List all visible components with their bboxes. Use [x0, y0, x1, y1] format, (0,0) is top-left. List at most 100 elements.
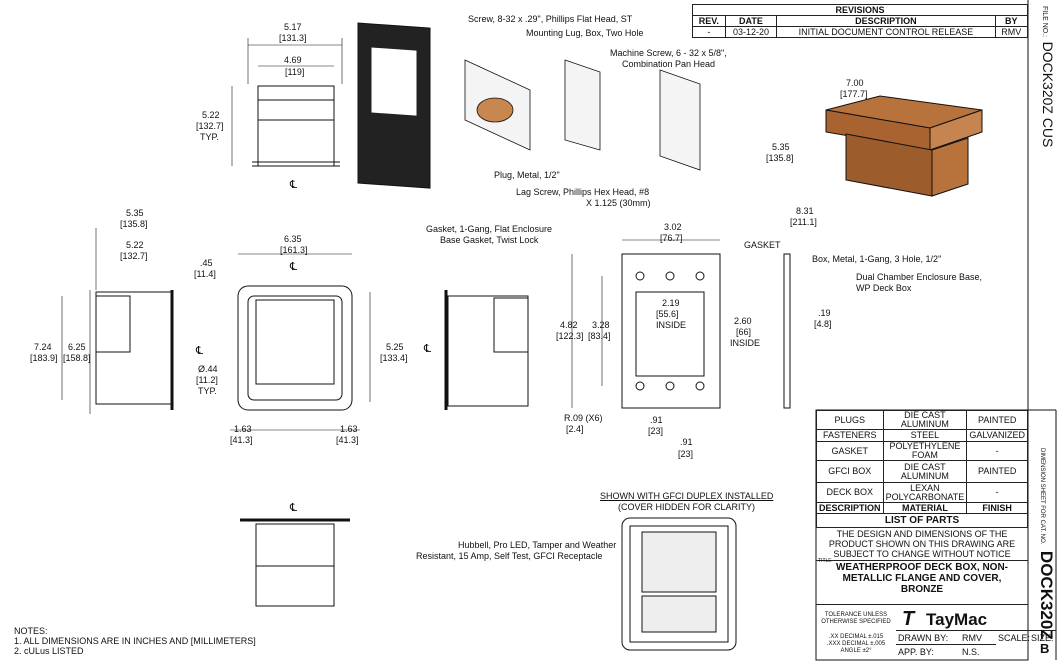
- gfci-title: SHOWN WITH GFCI DUPLEX INSTALLED: [600, 491, 774, 501]
- tolerance-block: TOLERANCE UNLESS OTHERWISE SPECIFIED .XX…: [818, 612, 894, 655]
- notice-line: PRODUCT SHOWN ON THIS DRAWING ARE: [828, 539, 1016, 549]
- callout-base-2: WP Deck Box: [856, 283, 912, 293]
- dim-label: 5.22: [202, 110, 220, 120]
- revisions-title: REVISIONS: [692, 4, 1028, 16]
- dim-label: 1.63: [234, 424, 252, 434]
- callout-machine-screw: Machine Screw, 6 - 32 x 5/8",: [610, 48, 727, 58]
- callout-screw: Screw, 8-32 x .29", Phillips Flat Head, …: [468, 14, 633, 24]
- size-label: SIZE:: [1031, 633, 1054, 643]
- dim-label: TYP.: [198, 386, 217, 396]
- dim-label: [132.7]: [120, 251, 148, 261]
- parts-header: MATERIAL: [882, 502, 968, 514]
- dim-label: 2.19: [662, 298, 680, 308]
- dim-label: [158.8]: [63, 353, 91, 363]
- notice-line: THE DESIGN AND DIMENSIONS OF THE: [836, 529, 1008, 539]
- parts-header: FINISH: [966, 502, 1028, 514]
- gfci-view: [621, 517, 737, 651]
- file-no-label: FILE NO.:: [1041, 6, 1048, 38]
- dim-label: INSIDE: [730, 338, 761, 348]
- dim-label: [183.9]: [30, 353, 58, 363]
- part-name: GASKET: [816, 441, 884, 461]
- title-label: TITLE: [818, 558, 832, 564]
- part-name: DECK BOX: [816, 482, 884, 503]
- dim-label: [11.2]: [196, 375, 218, 385]
- dim-label: 3.28: [592, 320, 610, 330]
- tolerance-line: OTHERWISE SPECIFIED: [821, 619, 891, 625]
- part-material: STEEL: [882, 429, 968, 442]
- dim-label: [41.3]: [336, 435, 359, 445]
- side-label: DIMENSION SHEET FOR CAT. NO.: [1039, 448, 1045, 545]
- centerline-icon: ℄: [290, 261, 298, 273]
- part-name: GFCI BOX: [816, 460, 884, 483]
- dim-label: [135.8]: [120, 219, 148, 229]
- dim-label: [133.4]: [380, 353, 408, 363]
- dim-label: .91: [680, 437, 693, 447]
- dim-label: [23]: [648, 426, 664, 436]
- dim-label: 3.02: [664, 222, 682, 232]
- dim-label: .45: [200, 258, 213, 268]
- dim-label: [41.3]: [230, 435, 253, 445]
- parts-title: LIST OF PARTS: [816, 513, 1028, 528]
- part-material: POLYETHYLENE FOAM: [882, 441, 968, 461]
- dim-label: 4.69: [284, 55, 302, 65]
- size-value: B: [1040, 641, 1050, 656]
- bronze-box-iso: [825, 95, 983, 197]
- gasket-view: [571, 239, 791, 409]
- table-row: - 03-12-20 INITIAL DOCUMENT CONTROL RELE…: [692, 26, 1029, 38]
- callout-gasket-2: Base Gasket, Twist Lock: [440, 235, 539, 245]
- drawn-by-value: RMV: [962, 633, 982, 643]
- callout-gasket: Gasket, 1-Gang, Flat Enclosure: [426, 224, 553, 234]
- dim-label: INSIDE: [656, 320, 687, 330]
- part-finish: -: [966, 482, 1028, 503]
- table-row: DECK BOX LEXAN POLYCARBONATE -: [816, 482, 1028, 503]
- dim-label: 5.22: [126, 240, 144, 250]
- part-material: LEXAN POLYCARBONATE: [882, 482, 968, 503]
- flange-plate: [357, 22, 431, 189]
- part-finish: PAINTED: [966, 460, 1028, 483]
- centerline-icon: ℄: [290, 502, 298, 514]
- dim-label: 1.63: [340, 424, 358, 434]
- side-catalog-no: DOCK320Z: [1037, 550, 1056, 640]
- dim-label: [11.4]: [194, 269, 216, 279]
- table-row: GASKET POLYETHYLENE FOAM -: [816, 441, 1028, 461]
- title-line: METALLIC FLANGE AND COVER,: [842, 573, 1002, 584]
- title-block-frame: [815, 0, 1057, 661]
- parts-header-row: DESCRIPTION MATERIAL FINISH: [816, 502, 1028, 514]
- dim-label: [119]: [285, 67, 305, 77]
- catalog-side-block: DIMENSION SHEET FOR CAT. NO. DOCK320Z: [1030, 448, 1056, 640]
- right-side-view: [444, 290, 529, 410]
- notes-title: NOTES:: [14, 626, 48, 636]
- dim-label: 8.31: [796, 206, 814, 216]
- dim-label: [55.6]: [656, 309, 679, 319]
- notice-block: THE DESIGN AND DIMENSIONS OF THE PRODUCT…: [816, 529, 1028, 559]
- part-finish: PAINTED: [966, 410, 1028, 430]
- title-line: BRONZE: [900, 584, 944, 595]
- revisions-table: REVISIONS REV. DATE DESCRIPTION BY - 03-…: [692, 4, 1029, 38]
- drawing-title: WEATHERPROOF DECK BOX, NON- METALLIC FLA…: [816, 562, 1028, 595]
- logo-mark-icon: T: [902, 608, 915, 630]
- file-no-value: DOCK320Z CUS: [1040, 41, 1056, 148]
- tolerance-line: ANGLE ±2°: [840, 648, 872, 654]
- notice-line: SUBJECT TO CHANGE WITHOUT NOTICE: [833, 549, 1011, 559]
- dim-label: [122.3]: [556, 331, 584, 341]
- callout-hubbell-2: Resistant, 15 Amp, Self Test, GFCI Recep…: [416, 551, 603, 561]
- plan-view: [230, 253, 371, 431]
- by-cell: RMV: [994, 26, 1029, 38]
- logo-text: TayMac: [926, 610, 988, 629]
- dim-label: .19: [818, 308, 831, 318]
- table-row: GFCI BOX DIE CAST ALUMINUM PAINTED: [816, 460, 1028, 483]
- exploded-parts: [464, 59, 701, 171]
- dim-label: [66]: [736, 327, 752, 337]
- callout-base: Dual Chamber Enclosure Base,: [856, 272, 983, 282]
- taymac-logo: T TayMac: [896, 606, 1028, 630]
- part-name: PLUGS: [816, 410, 884, 430]
- dim-label: [83.4]: [588, 331, 611, 341]
- bottom-front-view: [240, 518, 350, 607]
- dim-label: 5.17: [284, 22, 302, 32]
- approved-by-value: N.S.: [962, 647, 980, 657]
- note-2: 2. cULus LISTED: [14, 646, 84, 656]
- dim-label: 7.00: [846, 78, 864, 88]
- date-header: DATE: [724, 15, 778, 27]
- callout-hubbell: Hubbell, Pro LED, Tamper and Weather: [458, 540, 617, 550]
